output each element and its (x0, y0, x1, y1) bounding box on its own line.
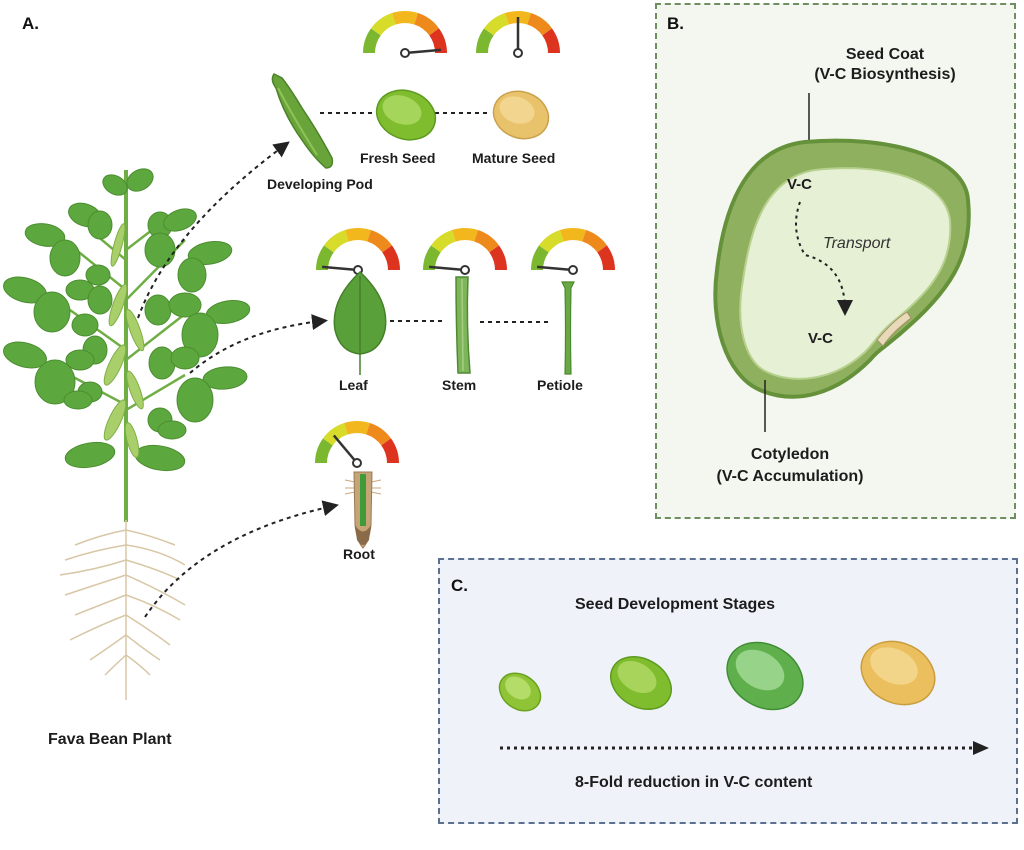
seed-coat-label: Seed Coat (V-C Biosynthesis) (765, 45, 1005, 85)
gauge-segment (366, 423, 391, 446)
gauge-segment (363, 28, 381, 53)
gauge-segment (597, 245, 615, 270)
gauge-segment (489, 245, 507, 270)
stem-illustration (455, 276, 471, 374)
gauge-mature-seed (476, 11, 560, 58)
gauge-segment (316, 245, 334, 270)
fresh-seed-illustration (375, 89, 437, 141)
hilum (876, 311, 912, 347)
gauge-segment (560, 228, 586, 242)
gauge-segment (476, 28, 494, 53)
gauge-needle (537, 265, 574, 272)
gauge-segment (452, 228, 478, 242)
plant-roots (59, 520, 186, 700)
root-illustration (344, 471, 382, 549)
gauge-needle (322, 265, 359, 272)
gauge-segment (429, 28, 447, 53)
gauge-segment (474, 230, 499, 253)
arrows-layer (137, 112, 550, 618)
cotyledon-title: Cotyledon (750, 446, 830, 463)
gauge-hub (352, 458, 362, 468)
gauge-hub (513, 48, 523, 58)
seed-stages-title: Seed Development Stages (575, 596, 776, 613)
fava-bean-plant-illustration (3, 168, 251, 700)
seed-cross-section (713, 93, 971, 432)
seed-coat-subtitle: (V-C Biosynthesis) (814, 66, 956, 83)
seed-coat-title: Seed Coat (845, 46, 925, 63)
gauge-needle (332, 434, 358, 464)
gauge-segment (382, 245, 400, 270)
vc-bottom-label: V-C (808, 330, 834, 347)
seed-stage-4 (860, 640, 936, 706)
reduction-arrow (500, 741, 989, 755)
seed-stage-2 (610, 656, 672, 710)
gauge-segment (371, 13, 396, 36)
gauge-fresh-seed (363, 11, 447, 58)
gauge-segment (367, 230, 392, 253)
panel-b-letter: B. (667, 14, 684, 33)
organ-label-root: Root (343, 546, 375, 562)
gauge-root (315, 421, 399, 468)
organ-label-fresh-seed: Fresh Seed (360, 150, 436, 166)
petiole-illustration (561, 281, 575, 375)
organ-label-leaf: Leaf (339, 377, 368, 393)
gauge-needle (404, 48, 441, 55)
cotyledon (739, 167, 952, 380)
gauge-needle (429, 265, 466, 272)
gauge-hub (400, 48, 410, 58)
arrow-to-pod (137, 141, 290, 319)
seed-stage-1 (498, 672, 542, 712)
reduction-caption: 8-Fold reduction in V-C content (575, 774, 813, 791)
gauge-segment (527, 13, 552, 36)
gauge-segment (315, 438, 333, 463)
developing-pod-illustration (271, 73, 334, 169)
gauge-segment (392, 11, 418, 25)
gauge-segment (542, 28, 560, 53)
gauge-stem (423, 228, 507, 275)
gauge-segment (423, 245, 441, 270)
gauge-segment (484, 13, 509, 36)
gauge-segment (414, 13, 439, 36)
gauge-petiole (531, 228, 615, 275)
gauge-segment (381, 438, 399, 463)
transport-label: Transport (823, 235, 891, 252)
arrow-to-leaf (189, 314, 328, 374)
gauge-segment (344, 421, 370, 435)
cotyledon-label: Cotyledon (V-C Accumulation) (665, 444, 915, 488)
gauge-segment (345, 228, 371, 242)
vc-top-label: V-C (787, 176, 813, 193)
organ-label-developing-pod: Developing Pod (267, 176, 373, 192)
gauge-segment (582, 230, 607, 253)
organ-label-stem: Stem (442, 377, 477, 393)
leaf-illustration (333, 270, 387, 375)
seed-stages-row (498, 640, 936, 712)
arrow-to-root (144, 500, 339, 618)
cotyledon-subtitle: (V-C Accumulation) (716, 468, 864, 485)
gauge-hub (568, 265, 578, 275)
transport-arrow (795, 201, 853, 316)
gauge-segment (431, 230, 456, 253)
mature-seed-illustration (492, 90, 550, 140)
gauge-segment (324, 230, 349, 253)
panel-a-letter: A. (22, 14, 39, 33)
plant-label: Fava Bean Plant (48, 731, 172, 748)
gauge-segment (531, 245, 549, 270)
gauge-segment (539, 230, 564, 253)
organ-label-mature-seed: Mature Seed (472, 150, 556, 166)
gauge-segment (323, 423, 348, 446)
organ-label-petiole: Petiole (537, 377, 583, 393)
panel-c-letter: C. (451, 576, 468, 595)
gauge-hub (460, 265, 470, 275)
seed-stage-3 (726, 641, 804, 711)
